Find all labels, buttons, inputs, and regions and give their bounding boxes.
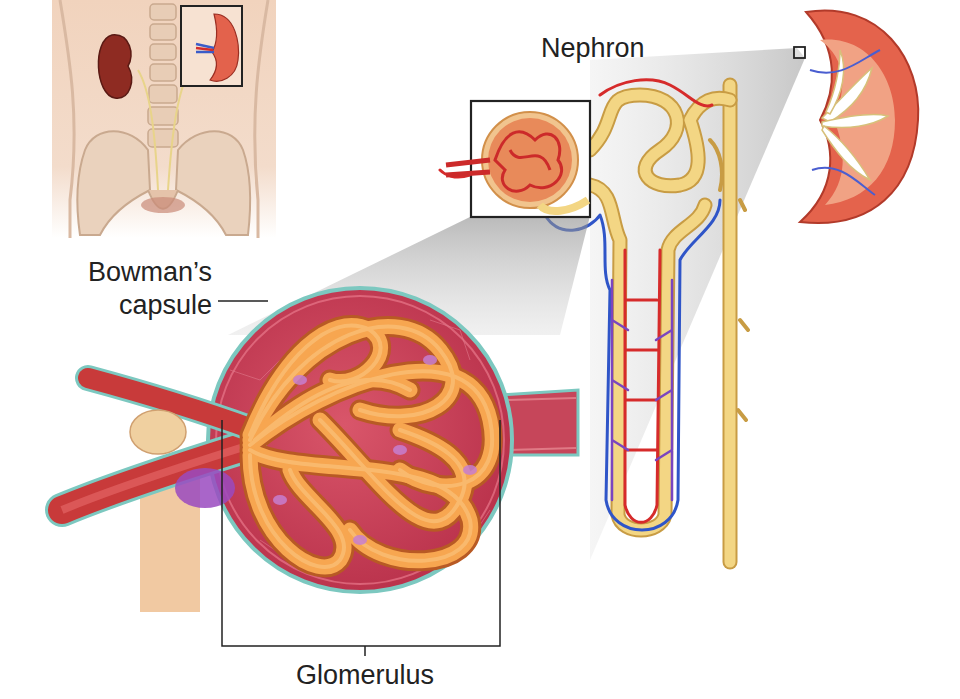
- part-label: Bowman’s capsule: [40, 256, 212, 322]
- part-label: Glomerulus: [265, 659, 465, 692]
- body-figure: [52, 0, 276, 238]
- part-label: Nephron: [541, 32, 691, 65]
- kidney-section: [590, 10, 918, 560]
- bracket: [222, 420, 500, 656]
- leader-line: [218, 300, 268, 302]
- leader-lines: [218, 301, 500, 656]
